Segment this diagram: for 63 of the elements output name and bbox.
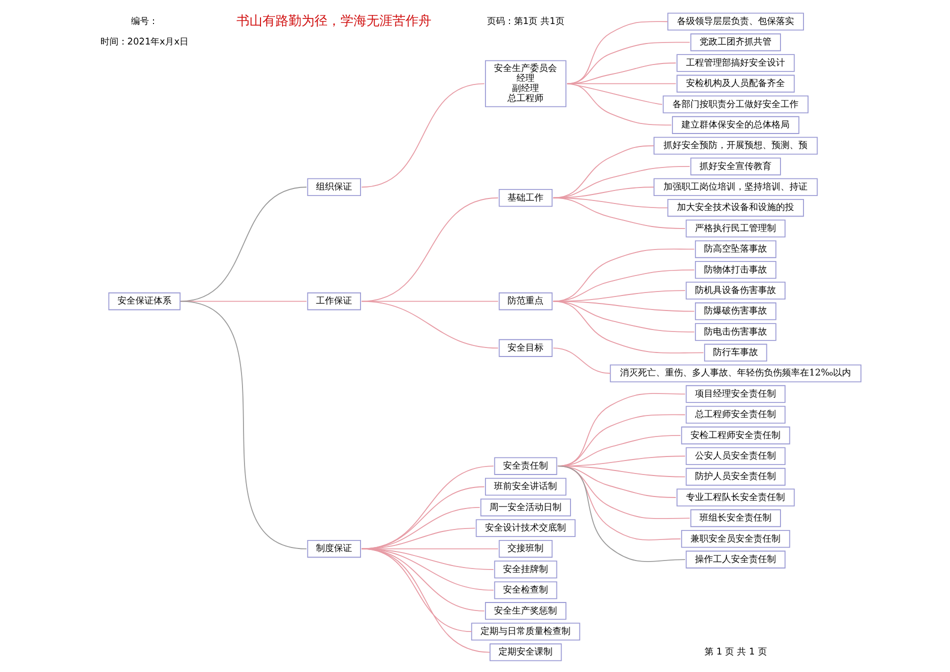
node-box: 定期与日常质量检查制 bbox=[470, 622, 580, 640]
node-box: 安全生产委员会 经理 副经理 总工程师 bbox=[484, 60, 566, 108]
node-box: 工程管理部搞好安全设计 bbox=[676, 54, 794, 72]
node-box: 防高空坠落事故 bbox=[694, 240, 776, 258]
node-box: 安全挂牌制 bbox=[494, 560, 557, 578]
node-box: 公安人员安全责任制 bbox=[685, 447, 786, 465]
node-box: 党政工团齐抓共管 bbox=[690, 33, 780, 52]
node-box: 安全保证体系 bbox=[108, 292, 180, 310]
node-box: 防范重点 bbox=[498, 292, 552, 310]
node-box: 总工程师安全责任制 bbox=[685, 406, 786, 424]
label: 书山有路勤为径，学海无涯苦作舟 bbox=[236, 14, 432, 29]
connector bbox=[552, 348, 610, 374]
node-box: 定期安全课制 bbox=[489, 643, 562, 662]
node-box: 工作保证 bbox=[306, 292, 360, 310]
node-box: 各级领导层层负责、包保落实 bbox=[666, 12, 804, 31]
node-box: 专业工程队长安全责任制 bbox=[676, 488, 794, 506]
node-box: 防物体打击事故 bbox=[694, 261, 776, 279]
node-box: 消灭死亡、重伤、多人事故、年轻伤负伤频率在12‰以内 bbox=[609, 364, 861, 382]
connector bbox=[566, 62, 676, 84]
node-box: 操作工人安全责任制 bbox=[685, 550, 786, 568]
node-box: 防电击伤害事故 bbox=[694, 323, 776, 341]
node-box: 制度保证 bbox=[306, 540, 360, 558]
connector bbox=[360, 83, 484, 188]
node-box: 安检工程师安全责任制 bbox=[680, 426, 790, 444]
label: 第 1 页 共 1 页 bbox=[704, 646, 766, 658]
node-box: 防爆破伤害事故 bbox=[694, 302, 776, 320]
node-box: 项目经理安全责任制 bbox=[685, 385, 786, 403]
node-box: 基础工作 bbox=[498, 188, 552, 207]
node-box: 严格执行民工管理制 bbox=[685, 220, 786, 238]
node-box: 抓好安全预防，开展预想、预测、预 bbox=[653, 136, 818, 155]
node-box: 兼职安全员安全责任制 bbox=[680, 530, 790, 548]
connector bbox=[556, 466, 686, 562]
label: 页码：第1页 共1页 bbox=[486, 16, 564, 27]
node-box: 安全生产奖惩制 bbox=[484, 602, 566, 620]
node-box: 安全检查制 bbox=[494, 581, 557, 600]
node-box: 周一安全活动日制 bbox=[480, 498, 570, 516]
node-box: 防机具设备伤害事故 bbox=[685, 282, 786, 300]
connector bbox=[566, 42, 690, 84]
connector bbox=[552, 248, 694, 302]
node-box: 加大安全技术设备和设施的投 bbox=[666, 198, 804, 217]
node-box: 加强职工岗位培训，坚持培训、持证 bbox=[653, 178, 818, 196]
node-box: 交接班制 bbox=[498, 540, 552, 558]
connector bbox=[566, 83, 672, 126]
label: 时间：2021年x月x日 bbox=[100, 36, 188, 48]
node-box: 安全目标 bbox=[498, 339, 552, 357]
node-box: 建立群体保安全的总体格局 bbox=[671, 116, 799, 134]
connector bbox=[360, 548, 490, 653]
node-box: 抓好安全宣传教育 bbox=[690, 158, 780, 176]
node-box: 班组长安全责任制 bbox=[690, 509, 780, 528]
node-box: 防护人员安全责任制 bbox=[685, 468, 786, 486]
node-box: 防行车事故 bbox=[704, 344, 767, 362]
connector bbox=[180, 300, 306, 550]
connector bbox=[552, 197, 686, 229]
node-box: 班前安全讲话制 bbox=[484, 478, 566, 496]
node-box: 各部门按职责分工做好安全工作 bbox=[662, 96, 808, 114]
node-box: 安全设计技术交底制 bbox=[475, 519, 576, 538]
label: 编号： bbox=[130, 16, 158, 27]
node-box: 组织保证 bbox=[306, 178, 360, 196]
connector bbox=[360, 300, 498, 349]
connector bbox=[566, 83, 676, 84]
node-box: 安检机构及人员配备齐全 bbox=[676, 74, 794, 93]
node-box: 安全责任制 bbox=[494, 457, 557, 475]
connector bbox=[552, 300, 704, 354]
